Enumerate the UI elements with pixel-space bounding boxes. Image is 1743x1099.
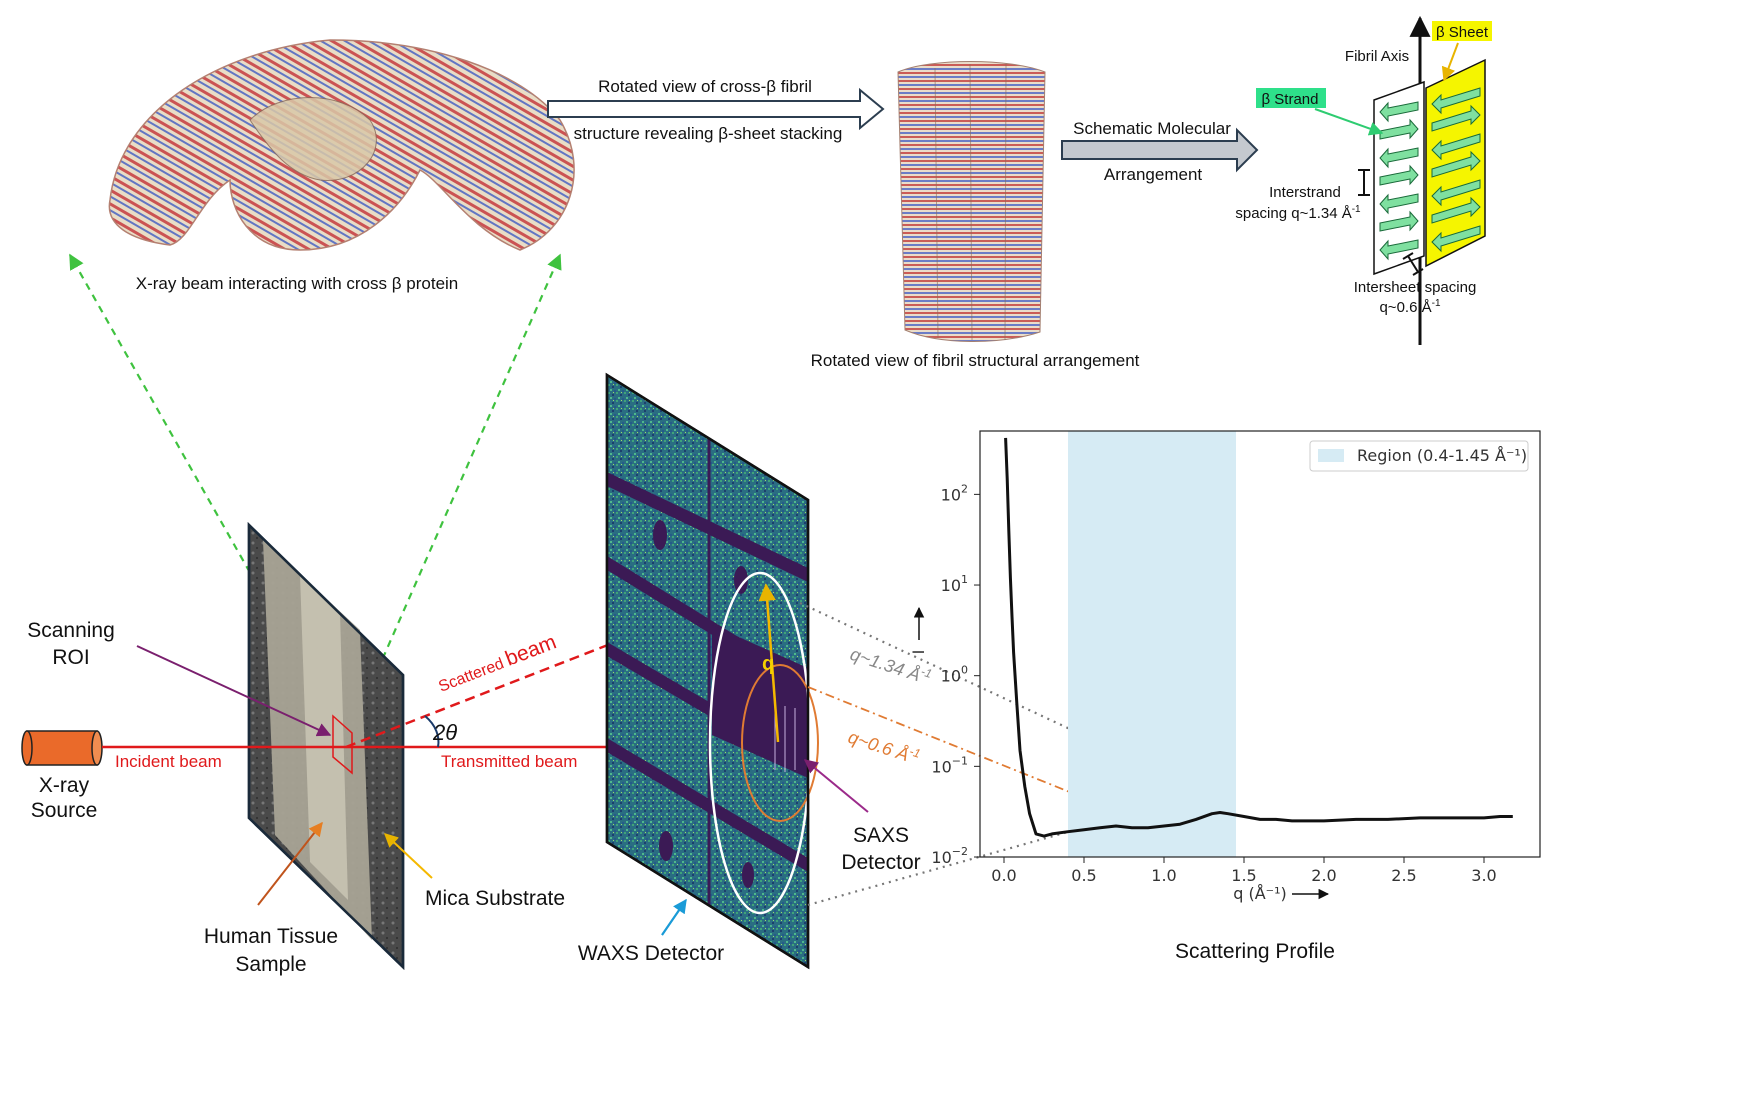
beta-strand-arrow bbox=[1379, 164, 1419, 186]
fibril-caption: Rotated view of fibril structural arrang… bbox=[811, 351, 1140, 370]
waxs-detector bbox=[605, 372, 819, 970]
saxs-pointer bbox=[803, 759, 869, 813]
human-tissue-line1: Human Tissue bbox=[204, 925, 338, 948]
scattering-profile-chart: 0.0 0.5 1.0 1.5 2.0 2.5 3.0 102 101 100 10−1 10−2 q … bbox=[909, 430, 1541, 903]
beta-sheet-tag bbox=[1432, 21, 1492, 41]
plot-frame bbox=[979, 430, 1541, 858]
x-tick-label: 2.0 bbox=[1311, 866, 1336, 885]
arrow1-line1: Rotated view of cross-β fibril bbox=[598, 77, 812, 96]
scanning-roi-box bbox=[332, 714, 353, 775]
beta-strand-arrow bbox=[1431, 150, 1481, 178]
fibril-axis-label: Fibril Axis bbox=[1345, 48, 1409, 65]
beta-strand-arrow bbox=[1379, 118, 1419, 140]
roi-pointer bbox=[136, 645, 332, 737]
beta-strand-arrow bbox=[1379, 210, 1419, 232]
beta-strand-arrow bbox=[1379, 239, 1419, 261]
human-tissue-line2: Sample bbox=[235, 953, 306, 976]
mica-pointer bbox=[383, 833, 433, 879]
scattered-beam-label: Scatteredbeam bbox=[435, 630, 560, 696]
beta-strand-arrow bbox=[1431, 179, 1481, 207]
xray-source-line2: Source bbox=[31, 799, 98, 822]
legend-swatch bbox=[1318, 449, 1344, 462]
beta-strand-arrow bbox=[1431, 87, 1481, 115]
two-theta-arc bbox=[424, 715, 440, 748]
saxs-detector-line1: SAXS bbox=[853, 824, 909, 847]
q-vector-label: q bbox=[762, 653, 774, 675]
arrow1-line2: structure revealing β-sheet stacking bbox=[574, 124, 843, 143]
q134-projection-top bbox=[799, 602, 1224, 802]
xray-source-line1: X-ray bbox=[39, 774, 90, 797]
scanning-roi-line1: Scanning bbox=[27, 619, 115, 642]
rotated-view-arrow bbox=[547, 87, 885, 131]
xray-source bbox=[21, 730, 103, 766]
tissue-pointer bbox=[257, 821, 323, 906]
schematic-arrow bbox=[1061, 127, 1259, 173]
scattering-curve bbox=[1004, 437, 1513, 838]
highlight-region bbox=[1068, 431, 1236, 857]
waxs-detector-label: WAXS Detector bbox=[578, 942, 724, 965]
interstrand-bracket bbox=[1358, 169, 1370, 196]
intersheet-line1: Intersheet spacing bbox=[1354, 279, 1477, 296]
beta-strand-pointer bbox=[1314, 108, 1384, 136]
intersheet-line2: q~0.6 Å-1 bbox=[1379, 298, 1440, 316]
chart-title: Scattering Profile bbox=[1175, 940, 1335, 963]
fibril-image bbox=[897, 61, 1046, 342]
y-tick-label: 10−2 bbox=[931, 845, 968, 867]
x-tick-label: 1.0 bbox=[1151, 866, 1176, 885]
legend-label: Region (0.4-1.45 Å⁻¹) bbox=[1357, 446, 1527, 465]
beta-strand-arrow bbox=[1379, 147, 1419, 169]
interstrand-line1: Interstrand bbox=[1269, 184, 1341, 201]
interstrand-line2: spacing q~1.34 Å-1 bbox=[1235, 204, 1361, 222]
x-tick-label: 0.5 bbox=[1071, 866, 1096, 885]
saxs-detector-line2: Detector bbox=[841, 851, 920, 874]
y-tick-label: 100 bbox=[941, 664, 968, 686]
y-axis-label: I bbox=[909, 650, 928, 655]
y-tick-label: 10−1 bbox=[931, 754, 968, 776]
q06-label: q~0.6 Å-1 bbox=[846, 725, 922, 769]
beta-strand-arrow bbox=[1379, 193, 1419, 215]
beta-strand-label: β Strand bbox=[1262, 91, 1319, 108]
beta-sheet-label: β Sheet bbox=[1436, 24, 1489, 41]
intersheet-bracket bbox=[1402, 252, 1424, 276]
x-tick-label: 2.5 bbox=[1391, 866, 1416, 885]
cone-right-dashed bbox=[344, 253, 562, 743]
legend-box bbox=[1309, 440, 1529, 472]
x-tick-label: 3.0 bbox=[1471, 866, 1496, 885]
mica-substrate-label: Mica Substrate bbox=[425, 887, 565, 910]
x-tick-label: 1.5 bbox=[1231, 866, 1256, 885]
beta-strand-arrow bbox=[1431, 133, 1481, 161]
arrow2-line1: Schematic Molecular bbox=[1073, 119, 1231, 138]
beta-strand-arrow bbox=[1379, 101, 1419, 123]
beta-strand-arrow bbox=[1431, 196, 1481, 224]
incident-beam-label: Incident beam bbox=[115, 752, 222, 771]
q06-projection bbox=[807, 686, 1119, 813]
beta-strand-arrow bbox=[1431, 104, 1481, 132]
q-vector bbox=[758, 583, 780, 743]
transmitted-beam-label: Transmitted beam bbox=[441, 752, 577, 771]
arrow2-line2: Arrangement bbox=[1104, 165, 1203, 184]
two-theta-label: 2θ bbox=[432, 720, 457, 745]
q134-label: q~1.34 Å-1 bbox=[848, 642, 934, 689]
x-tick-label: 0.0 bbox=[991, 866, 1016, 885]
scanning-roi-line2: ROI bbox=[52, 646, 89, 669]
beta-sheet-schematic bbox=[1373, 15, 1486, 345]
waxs-pointer bbox=[661, 898, 687, 936]
beta-strand-tag bbox=[1256, 88, 1326, 108]
beta-sheet-pointer bbox=[1441, 42, 1459, 82]
protein-caption: X-ray beam interacting with cross β prot… bbox=[136, 274, 459, 293]
beta-strand-arrow bbox=[1431, 225, 1481, 253]
x-axis-label: q (Å⁻¹) bbox=[1233, 884, 1287, 903]
y-tick-label: 101 bbox=[941, 573, 968, 595]
cross-beta-protein-image bbox=[108, 39, 575, 251]
y-tick-label: 102 bbox=[941, 482, 968, 504]
